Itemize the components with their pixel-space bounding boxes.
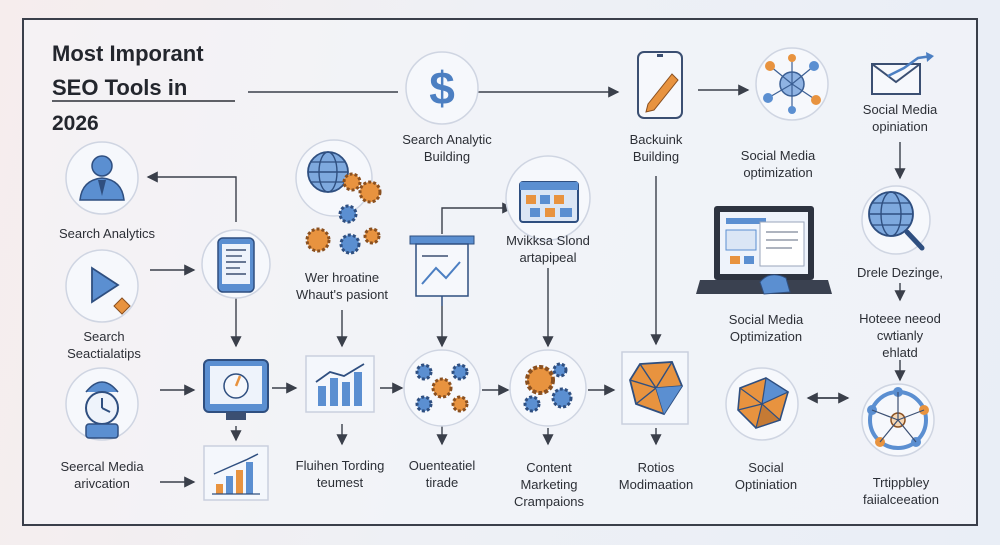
connector-arrow [441,202,514,234]
label-line: Backuink [629,132,683,147]
connector-arrow [146,171,237,222]
label-search-seactialatips: Search Seactialatips [67,328,141,362]
label-line: Ouenteatiel [408,458,476,473]
connectors [146,84,906,488]
svg-text:$: $ [429,62,455,114]
label-line: Fluihen Tording [295,458,385,473]
label-line: opiniation [872,119,928,134]
presentation-easel-icon [409,235,475,306]
label-line: Building [423,149,471,164]
network-globe-icon [755,47,829,121]
label-line: Search Analytic [402,132,492,147]
label-backlink-building: Backuink Building [630,131,683,165]
label-social-media-optimization-mid: Social Media Optimization [729,311,803,345]
globe-search-icon [861,185,931,255]
page-title-line-1: Most Imporant [52,41,204,66]
label-line: artapipeal [519,250,577,265]
pencil-phone-icon [637,51,683,119]
label-hoteee-neeod: Hoteee neeod cwtianly ehlatd [859,310,941,361]
label-web-hroatine: Wer hroatine Whaut's pasiont [296,269,388,303]
label-social-optiniation: Social Optiniation [735,459,797,493]
play-icon [65,249,139,323]
label-search-analytic-building: Search Analytic Building [402,131,492,165]
cycle-network-icon [861,383,935,457]
gears-cluster-icon [403,349,481,427]
stopwatch-icon [65,367,139,441]
label-line: Crampaions [513,494,585,509]
polyhedron-icon [621,351,689,425]
laptop-icon [696,206,832,295]
label-line: Search [83,329,125,344]
label-line: optimization [743,165,813,180]
label-line: ehlatd [882,345,918,360]
label-line: Drele Dezinge, [857,265,943,280]
label-social-media-optimization-top: Social Media optimization [741,147,815,181]
gear-ring-icon [509,349,587,427]
label-line: Mvikksa Slond [506,233,590,248]
label-line: Seactialatips [67,346,141,361]
small-bar-chart-icon [203,445,269,501]
label-line: Social Media [862,102,938,117]
globe-gears-icon [295,139,382,255]
page-title-year: 2026 [52,112,99,135]
dollar-sign-icon: $ [405,51,479,125]
label-line: tirade [425,475,459,490]
label-drele-dezinge: Drele Dezinge, [857,264,943,281]
crystal-icon [725,367,799,441]
label-line: Search Analytics [58,226,156,241]
label-rotios-modimaation: Rotios Modimaation [619,459,693,493]
label-ouenteatiel: Ouenteatiel tirade [409,457,476,491]
label-line: cwtianly [876,328,924,343]
label-line: Modimaation [618,477,694,492]
label-line: Optimization [729,329,803,344]
label-seercal-media: Seercal Media arivcation [60,458,143,492]
person-icon [65,141,139,215]
label-line: Trtippbley [872,475,930,490]
label-line: Social [748,460,784,475]
envelope-chart-icon [871,52,934,95]
label-line: Seercal Media [60,459,144,474]
label-line: arivcation [74,476,130,491]
label-trtippbley: Trtippbley faiialceeation [863,474,939,508]
label-line: Social Media [740,148,816,163]
bar-chart-icon [305,355,375,413]
dashboard-window-icon [505,155,591,241]
label-search-analytics: Search Analytics [59,225,155,242]
label-line: faiialceeation [863,492,939,507]
label-mvikksa-slond: Mvikksa Slond artapipeal [506,232,590,266]
label-line: Social Media [728,312,804,327]
label-line: teumest [316,475,364,490]
label-line: Hoteee neeod [859,311,941,326]
page-title-line-2: SEO Tools in [52,75,188,100]
label-content-marketing: Content Marketing Crampaions [514,459,584,510]
label-line: Building [632,149,680,164]
monitor-gauge-icon [203,359,269,420]
label-line: Whaut's pasiont [295,287,389,302]
label-line: Rotios [637,460,675,475]
label-social-media-opiniation: Social Media opiniation [863,101,937,135]
label-fluihen-tording: Fluihen Tording teumest [296,457,385,491]
label-line: Marketing [520,477,578,492]
label-line: Wer hroatine [304,270,380,285]
label-line: Content [526,460,572,475]
label-line: Optiniation [734,477,798,492]
phone-document-icon [201,229,271,299]
